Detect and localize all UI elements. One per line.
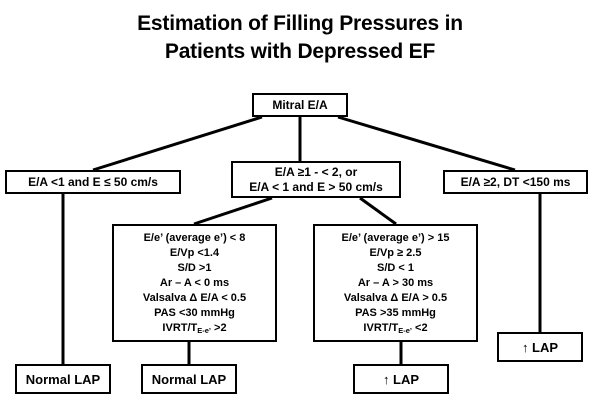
criteria-left-ivrt-prefix: IVRT/T xyxy=(162,321,198,334)
criteria-left-line-4: Ar – A < 0 ms xyxy=(159,276,230,289)
edge-mid-to-criteria-left xyxy=(193,196,273,226)
criteria-right-line-5: Valsalva Δ E/A > 0.5 xyxy=(343,291,448,304)
node-branch-ea-mid-line-1: E/A ≥1 - < 2, or xyxy=(274,164,358,179)
node-outcome-normal-lap-2-label: Normal LAP xyxy=(151,371,227,387)
node-outcome-normal-lap-1[interactable]: Normal LAP xyxy=(15,364,111,394)
criteria-right-line-1: E/e’ (average e’) > 15 xyxy=(341,231,450,244)
node-outcome-normal-lap-2[interactable]: Normal LAP xyxy=(141,364,237,394)
title-line-1: Estimation of Filling Pressures in xyxy=(137,12,463,35)
criteria-right-line-6: PAS >35 mmHg xyxy=(355,306,436,319)
node-outcome-elevated-lap-1-label: ↑ LAP xyxy=(382,371,420,387)
criteria-left-ivrt-suffix: >2 xyxy=(210,321,227,334)
node-outcome-elevated-lap-2-label: ↑ LAP xyxy=(521,339,559,355)
page-title: Estimation of Filling Pressures in Patie… xyxy=(0,10,600,66)
node-outcome-normal-lap-1-label: Normal LAP xyxy=(25,371,101,387)
criteria-right-line-2: E/Vp ≥ 2.5 xyxy=(369,246,422,259)
node-mitral-ea[interactable]: Mitral E/A xyxy=(252,93,348,117)
node-criteria-elevated[interactable]: E/e’ (average e’) > 15 E/Vp ≥ 2.5 S/D < … xyxy=(313,224,478,342)
criteria-right-line-7: IVRT/TE-e’ <2 xyxy=(363,321,427,336)
criteria-right-ivrt-subscript: E-e’ xyxy=(398,325,412,335)
node-outcome-elevated-lap-1[interactable]: ↑ LAP xyxy=(353,364,449,394)
criteria-left-line-5: Valsalva Δ E/A < 0.5 xyxy=(142,291,247,304)
edge-root-to-right xyxy=(337,115,516,172)
node-branch-ea-low[interactable]: E/A <1 and E ≤ 50 cm/s xyxy=(5,170,181,194)
criteria-right-ivrt-suffix: <2 xyxy=(411,321,428,334)
node-branch-ea-high[interactable]: E/A ≥2, DT <150 ms xyxy=(443,170,588,194)
title-line-2: Patients with Depressed EF xyxy=(164,40,436,63)
node-branch-ea-high-label: E/A ≥2, DT <150 ms xyxy=(460,175,571,189)
criteria-left-line-1: E/e’ (average e’) < 8 xyxy=(143,231,246,244)
node-branch-ea-mid-line-2: E/A < 1 and E > 50 cm/s xyxy=(249,179,383,194)
edge-mid-to-criteria-right xyxy=(359,196,397,226)
node-outcome-elevated-lap-2[interactable]: ↑ LAP xyxy=(497,332,583,362)
node-criteria-normal[interactable]: E/e’ (average e’) < 8 E/Vp <1.4 S/D >1 A… xyxy=(112,224,277,342)
criteria-left-line-3: S/D >1 xyxy=(177,261,212,274)
criteria-left-line-7: IVRT/TE-e’ >2 xyxy=(162,321,226,336)
criteria-left-line-6: PAS <30 mmHg xyxy=(154,306,235,319)
node-branch-ea-low-label: E/A <1 and E ≤ 50 cm/s xyxy=(28,175,158,189)
node-mitral-ea-label: Mitral E/A xyxy=(272,98,328,112)
node-branch-ea-mid[interactable]: E/A ≥1 - < 2, or E/A < 1 and E > 50 cm/s xyxy=(231,161,401,198)
criteria-right-ivrt-prefix: IVRT/T xyxy=(363,321,399,334)
criteria-left-line-2: E/Vp <1.4 xyxy=(169,246,220,259)
criteria-right-line-4: Ar – A > 30 ms xyxy=(357,276,434,289)
criteria-right-line-3: S/D < 1 xyxy=(377,261,414,274)
edge-root-to-left xyxy=(92,115,263,172)
criteria-left-ivrt-subscript: E-e’ xyxy=(197,325,211,335)
